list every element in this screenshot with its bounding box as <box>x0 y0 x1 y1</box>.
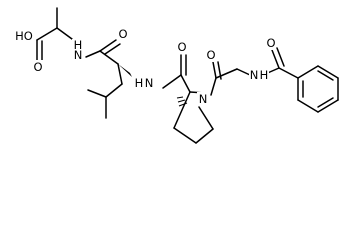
ala-amide-nitrogen-label: N <box>74 48 83 62</box>
atom-labels: HO O N H O H N O N O N H O <box>15 27 276 106</box>
gly-amide-nitrogen-label: N <box>250 68 259 82</box>
benzoyl-fragment <box>262 47 339 113</box>
gly-amide-hydrogen-label: H <box>260 68 269 82</box>
benzoyl-carbonyl-oxygen-label: O <box>266 36 275 50</box>
acid-hydroxyl-label: HO <box>15 29 33 43</box>
ala-amide-hydrogen-label: H <box>74 38 83 52</box>
molecule-structure-diagram: HO O N H O H N O N O N H O <box>15 7 339 144</box>
leu-amide-hydrogen-label: H <box>135 76 144 90</box>
alanine-fragment <box>36 7 73 61</box>
acid-carbonyl-oxygen-label: O <box>33 60 42 74</box>
leu-amide-nitrogen-label: N <box>145 76 154 90</box>
pro-carbonyl-oxygen-label: O <box>177 40 186 54</box>
glycine-fragment <box>210 61 251 96</box>
gly-carbonyl-oxygen-label: O <box>206 48 215 62</box>
pro-ring-nitrogen-label: N <box>199 92 208 106</box>
proline-fragment <box>162 54 214 144</box>
leucine-fragment <box>85 39 132 119</box>
leu-carbonyl-oxygen-label: O <box>118 27 127 41</box>
